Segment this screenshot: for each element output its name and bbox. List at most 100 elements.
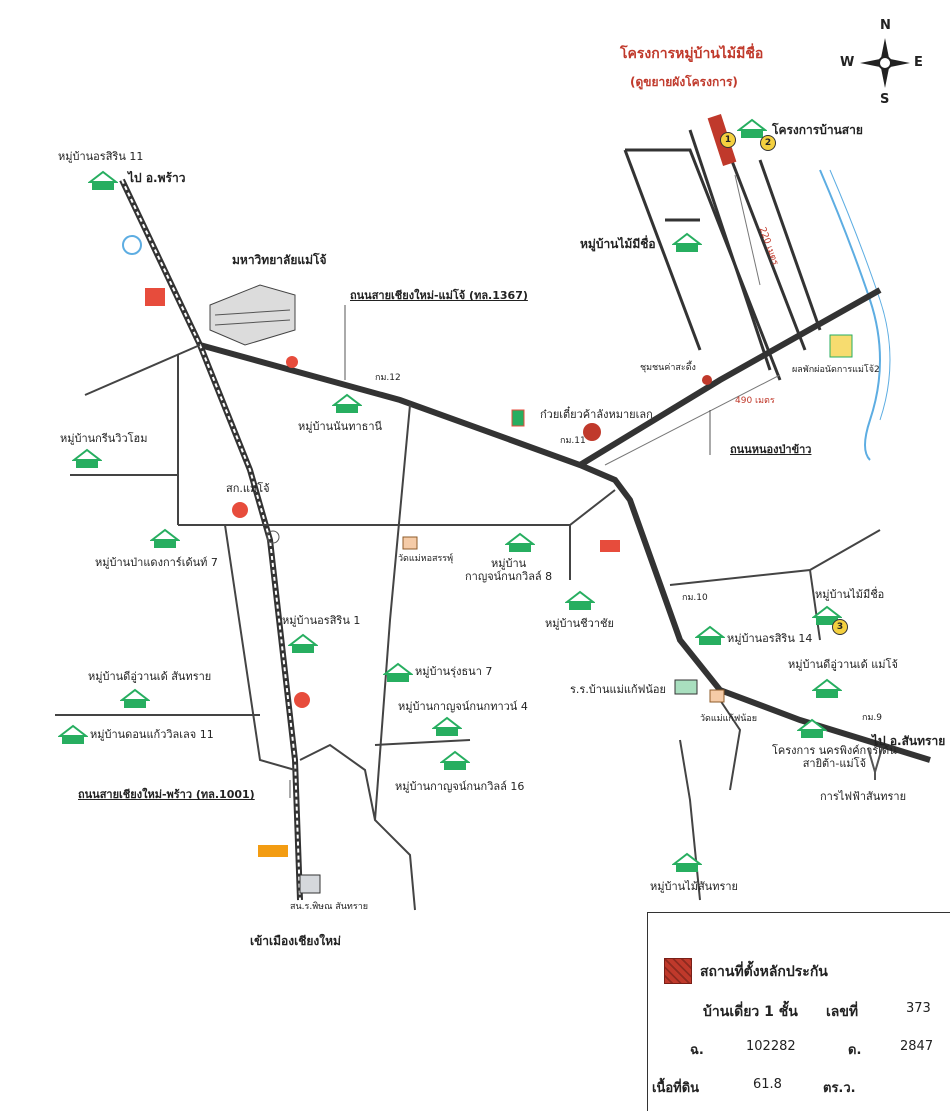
distance-490: 490 เมตร [735, 396, 775, 406]
compass-rose-icon [860, 38, 910, 88]
house-icon [87, 170, 119, 192]
label-wat-maekae: วัดแม่แก้ฟน้อย [700, 714, 758, 724]
legend-chanot-value: 102282 [746, 1039, 796, 1054]
temple-2-icon [709, 689, 725, 703]
label-ornsirin1: หมู่บ้านอรสิริน 1 [282, 614, 361, 627]
road-nongpakao [578, 287, 882, 468]
label-wood-sansai: หมู่บ้านดีอู่วานเด้ สันทราย [88, 670, 212, 683]
temple-icon [402, 536, 418, 550]
road-label-to-phrao: ไป อ.พร้าว [128, 171, 186, 185]
label-chumchon: ชุมชนค่าสะดึ้ง [640, 363, 696, 373]
water-icon [122, 235, 142, 255]
legend-no-value: 373 [906, 1001, 931, 1016]
km-11: กม.11 [560, 436, 586, 446]
km-9: กม.9 [862, 713, 882, 723]
label-rungthana: หมู่บ้านรุ่งธนา 7 [415, 665, 493, 678]
target-icon [230, 500, 250, 520]
label-padaeng: หมู่บ้านป่าแดงการ์เด้นท์ 7 [95, 556, 218, 569]
power-icon [867, 747, 883, 780]
label-nanthaphan: หมู่บ้านนันทาธานี [298, 420, 383, 433]
legend-swatch-label: สถานที่ตั้งหลักประกัน [700, 964, 828, 980]
label-maejo-univ: มหาวิทยาลัยแม่โจ้ [232, 253, 327, 267]
road-label-to-city: เข้าเมืองเชียงใหม่ [250, 934, 341, 948]
legend-house-type: บ้านเดี่ยว 1 ชั้น [703, 1004, 798, 1020]
legend-area-unit: ตร.ว. [823, 1081, 856, 1096]
legend-swatch [664, 958, 692, 984]
house-icon [287, 633, 319, 655]
label-mai-mee-chue-right: หมู่บ้านไม้มีชื่อ [815, 588, 885, 601]
shop-icon [145, 288, 165, 306]
project-title: โครงการหมู่บ้านไม้มีชื่อ [620, 46, 764, 62]
house-icon [119, 688, 151, 710]
cafe-icon [600, 540, 620, 552]
park-icon [829, 334, 853, 358]
house-icon [811, 678, 843, 700]
road-label-to-sansai: ไป อ.สันทราย [872, 734, 946, 748]
km-10: กม.10 [682, 593, 708, 603]
road-label-1367: ถนนสายเชียงใหม่-แม่โจ้ (ทล.1367) [350, 289, 528, 302]
legend-box: สถานที่ตั้งหลักประกัน บ้านเดี่ยว 1 ชั้น … [647, 912, 950, 1111]
label-nakorn-project: โครงการ นครพิงค์การ์เด้น สายิต้า-แม่โจ้ [772, 744, 897, 770]
legend-dinsai-label: ด. [848, 1043, 862, 1058]
label-elec-sansai: การไฟฟ้าสันทราย [820, 790, 907, 803]
compass-w: W [840, 55, 855, 70]
label-phonkitt: ผลพักผ่อนัดการแม่โจ้2 [792, 365, 880, 375]
lone-circle-icon [266, 530, 280, 544]
compass-n: N [880, 18, 891, 33]
road-label-nongpakao: ถนนหนองป่าข้าว [730, 443, 812, 456]
river-2 [829, 169, 891, 421]
marker-1: 1 [720, 132, 736, 148]
house-icon [671, 232, 703, 254]
label-kanjana4: หมู่บ้านกาญจน์กนกทาวน์ 4 [398, 700, 528, 713]
label-green-view: หมู่บ้านกรีนวิวโฮม [60, 432, 148, 445]
house-icon [796, 718, 828, 740]
legend-area-value: 61.8 [753, 1077, 782, 1092]
legend-chanot-label: ฉ. [690, 1043, 704, 1058]
house-chumchon-icon [702, 375, 712, 385]
label-kanjana8: หมู่บ้าน กาญจน์กนกวิลล์ 8 [465, 557, 553, 583]
house-icon [504, 532, 536, 554]
project-streets [623, 129, 822, 381]
star-icon [294, 692, 310, 708]
house-icon [439, 750, 471, 772]
label-sakon-maejo: สก.แม่โจ้ [226, 482, 270, 495]
house-icon [71, 448, 103, 470]
km-12: กม.12 [375, 373, 401, 383]
house-icon [431, 716, 463, 738]
compass-e: E [914, 55, 923, 70]
label-chiwachai: หมู่บ้านชีวาชัย [545, 617, 614, 630]
secondary-roads [55, 344, 881, 911]
road-1367 [199, 342, 931, 763]
marker-2: 2 [760, 135, 776, 151]
label-ornsirin14: หมู่บ้านอรสิริน 14 [727, 632, 813, 645]
project-subtitle: (ดูขยายผังโครงการ) [630, 75, 738, 89]
university-building-icon [209, 284, 296, 346]
road-1001-center [121, 179, 301, 901]
legend-dinsai-value: 2847 [900, 1039, 934, 1054]
legend-no-label: เลขที่ [826, 1004, 859, 1020]
label-school: ร.ร.บ้านแม่แก้ฟน้อย [570, 683, 666, 696]
dist-220-line [734, 174, 761, 286]
label-hospital-sansai: สน.ร.พิษณ สันทราย [290, 902, 369, 912]
house-icon [671, 852, 703, 874]
label-project-sansai: โครงการบ้านสาย [772, 123, 863, 137]
compass-s: S [880, 92, 890, 107]
house-icon [564, 590, 596, 612]
house-icon [331, 393, 363, 415]
legend-area-label: เนื้อที่ดิน [652, 1081, 700, 1096]
label-donkaew: หมู่บ้านดอนแก้ววิลเลจ 11 [90, 728, 214, 741]
house-icon [694, 625, 726, 647]
label-mai-mee-chue-top: หมู่บ้านไม้มีชื่อ [580, 237, 656, 251]
road-label-1001: ถนนสายเชียงใหม่-พร้าว (ทล.1001) [78, 788, 255, 801]
hospital-icon [299, 874, 321, 894]
house-icon [57, 724, 89, 746]
label-mai-sansai: หมู่บ้านไม้สันทราย [650, 880, 738, 893]
marker-3: 3 [832, 619, 848, 635]
gas-station-icon [286, 356, 298, 368]
label-ornsirin11: หมู่บ้านอรสิริน 11 [58, 150, 144, 163]
river [819, 169, 881, 461]
restaurant-icon [583, 423, 601, 441]
bank-icon [258, 845, 288, 857]
compass: N S E W [840, 18, 930, 108]
